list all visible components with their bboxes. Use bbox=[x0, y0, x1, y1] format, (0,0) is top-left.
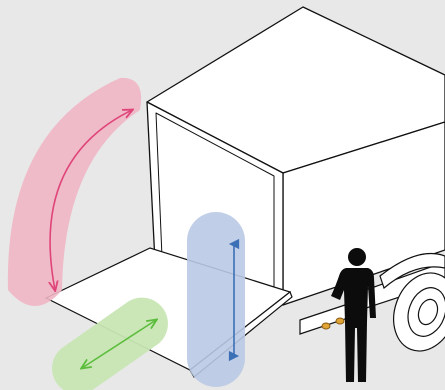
tail-light-icon bbox=[335, 317, 345, 325]
lateral-motion-arrow bbox=[82, 320, 156, 368]
vertical-motion-indicator bbox=[187, 212, 245, 387]
tail-light-icon bbox=[321, 322, 331, 330]
tilt-motion-indicator bbox=[7, 77, 142, 306]
wheel-arch bbox=[379, 252, 445, 290]
lateral-motion-indicator bbox=[52, 297, 168, 390]
rear-wheel bbox=[393, 272, 445, 352]
truck-box bbox=[146, 6, 445, 306]
vertical-motion-highlight bbox=[187, 212, 245, 387]
person-silhouette-icon bbox=[331, 248, 376, 382]
tilt-motion-arrow bbox=[50, 110, 132, 290]
